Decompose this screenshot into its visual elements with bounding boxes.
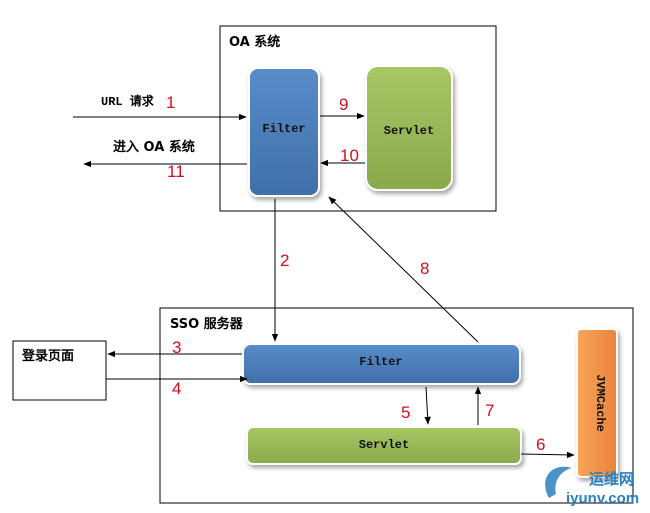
enter-oa-label: 进入 OA 系统 bbox=[113, 139, 195, 155]
sso-filter-box bbox=[242, 343, 521, 385]
sso-server-box bbox=[159, 307, 634, 504]
jvm-cache-box bbox=[576, 328, 618, 478]
sso-server-title: SSO 服务器 bbox=[170, 316, 244, 332]
step-10: 10 bbox=[340, 146, 359, 165]
oa-filter-box bbox=[248, 67, 320, 197]
step-7: 7 bbox=[485, 401, 494, 420]
step-6: 6 bbox=[536, 435, 545, 454]
step-8: 8 bbox=[420, 259, 429, 278]
step-4: 4 bbox=[172, 379, 181, 398]
watermark-en: iyunv.com bbox=[566, 490, 639, 507]
watermark-swoosh-icon bbox=[545, 466, 572, 498]
step-3: 3 bbox=[172, 338, 181, 357]
watermark-cn: 运维网 bbox=[589, 470, 634, 488]
login-page-box bbox=[12, 340, 107, 401]
oa-servlet-box bbox=[365, 65, 453, 191]
jvm-cache-label: JVMCache bbox=[593, 374, 607, 432]
arrow-5 bbox=[424, 386, 431, 425]
arrow-6 bbox=[520, 451, 575, 459]
sso-filter-label: Filter bbox=[359, 355, 402, 369]
login-page-label: 登录页面 bbox=[21, 348, 74, 364]
oa-servlet-label: Servlet bbox=[384, 124, 434, 138]
step-2: 2 bbox=[280, 251, 289, 270]
step-11: 11 bbox=[167, 162, 185, 181]
watermark: 运维网 iyunv.com bbox=[545, 466, 639, 507]
step-9: 9 bbox=[339, 95, 348, 114]
arrow-8 bbox=[328, 196, 479, 343]
oa-system-title: OA 系统 bbox=[229, 34, 280, 50]
sso-servlet-box bbox=[246, 426, 522, 465]
url-request-label: URL 请求 bbox=[101, 93, 155, 109]
sso-servlet-label: Servlet bbox=[359, 438, 409, 452]
oa-filter-label: Filter bbox=[262, 122, 305, 136]
step-1: 1 bbox=[166, 93, 175, 112]
step-5: 5 bbox=[401, 403, 410, 422]
